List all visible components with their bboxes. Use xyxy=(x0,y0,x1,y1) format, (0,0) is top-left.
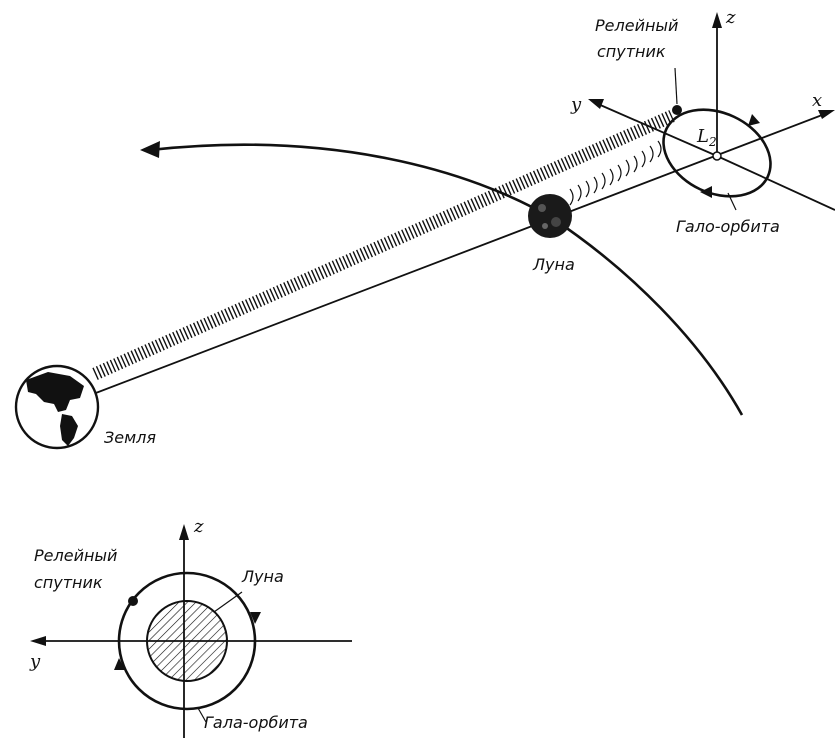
bottom-y-axis-label: y xyxy=(29,651,41,672)
halo-orbit-arrow-right xyxy=(748,114,760,126)
bottom-y-axis-arrowhead xyxy=(30,636,46,646)
bottom-halo-arrow-left xyxy=(114,658,125,670)
bottom-moon-disk xyxy=(146,600,228,682)
bottom-moon-label: Луна xyxy=(241,567,284,586)
relay-satellite xyxy=(672,105,682,115)
y-axis-line xyxy=(597,103,718,157)
earth xyxy=(14,364,100,450)
l2-label: L2 xyxy=(696,126,717,149)
moon xyxy=(528,194,572,238)
signal-beam-relay-farside xyxy=(569,140,662,206)
earth-moon-line xyxy=(87,155,716,397)
x-axis-line xyxy=(714,111,831,157)
top-diagram: Релейный спутник z y x L2 Гало-орбита Лу… xyxy=(14,7,835,450)
signal-beam-earth-relay xyxy=(92,110,675,380)
z-axis-arrowhead xyxy=(712,12,722,28)
relay-label-line2: спутник xyxy=(597,42,666,61)
bottom-z-axis-label: z xyxy=(193,516,204,537)
halo-orbit-label: Гало-орбита xyxy=(676,217,780,236)
bottom-relay-label-line2: спутник xyxy=(34,573,103,592)
earth-label: Земля xyxy=(104,428,156,447)
moon-label: Луна xyxy=(532,255,575,274)
halo-orbit-ellipse xyxy=(662,108,772,198)
y-axis-label: y xyxy=(570,94,582,115)
halo-orbit-leader xyxy=(727,192,737,211)
bottom-diagram: Релейный спутник z y Луна Гала-орбита xyxy=(29,516,352,738)
bottom-halo-leader xyxy=(197,707,207,723)
relay-label-line1: Релейный xyxy=(595,16,678,35)
earth-continents xyxy=(26,372,84,446)
lunar-orbit-arrowhead xyxy=(140,141,160,158)
lunar-orbit-curve xyxy=(149,143,744,416)
bottom-moon-leader xyxy=(213,591,243,613)
l2-point xyxy=(712,151,722,161)
z-axis-label: z xyxy=(725,7,736,28)
x-axis-arrowhead xyxy=(818,110,835,119)
bottom-halo-arrow-right xyxy=(250,612,261,624)
y-axis-arrowhead xyxy=(588,99,604,109)
bottom-relay-label-line1: Релейный xyxy=(34,546,117,565)
relay-satellite-leader xyxy=(674,67,678,105)
bottom-halo-orbit-label: Гала-орбита xyxy=(204,713,308,732)
bottom-z-axis-arrowhead xyxy=(179,524,189,540)
bottom-halo-orbit-circle xyxy=(117,571,257,711)
halo-orbit-arrow-bottom xyxy=(700,186,712,198)
x-axis-label: x xyxy=(812,90,822,111)
y-axis-back-line xyxy=(716,155,835,211)
bottom-relay-satellite xyxy=(128,596,138,606)
